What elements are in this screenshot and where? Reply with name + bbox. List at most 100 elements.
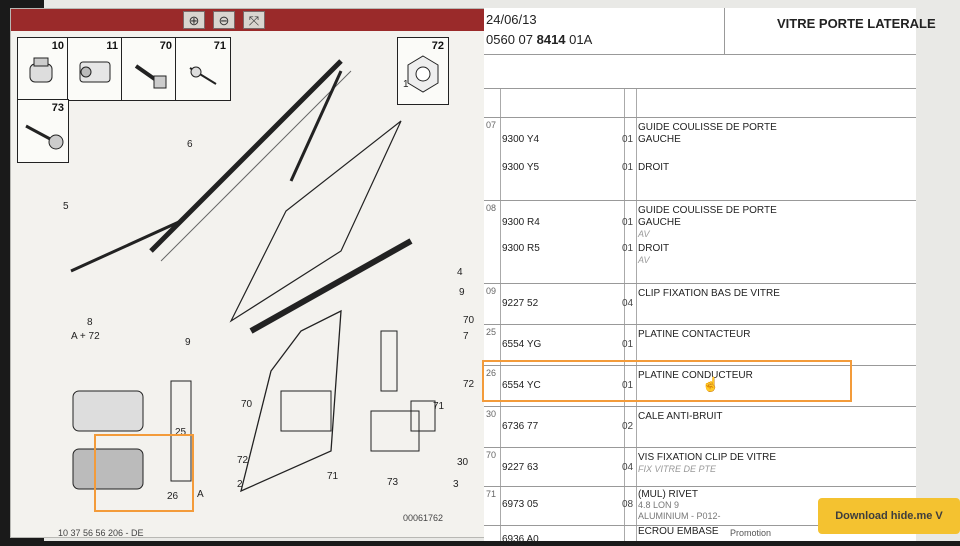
bolt-icon [25,124,64,150]
part-desc: GAUCHE [638,134,681,145]
ref-bold: 8414 [536,32,566,47]
exploded-diagram [70,59,436,493]
switch-panel-25 [72,390,144,432]
pad-30 [410,400,436,432]
part-qty: 08 [622,499,634,510]
regulator-motor [280,390,332,432]
table-row[interactable]: 07 GUIDE COULISSE DE PORTE 9300 Y4 01 GA… [484,117,916,200]
header-divider [484,54,916,55]
part-ref: 9300 R5 [502,243,540,254]
download-button[interactable]: Download hide.me V [818,498,960,534]
ref-prefix: 0560 07 [486,32,537,47]
part-desc: PLATINE CONDUCTEUR [638,370,753,381]
part-ref: 6554 YG [502,339,542,350]
part-ref: 9300 R4 [502,217,540,228]
part-desc: (MUL) RIVET [638,489,698,500]
part-desc: GUIDE COULISSE DE PORTE [638,122,777,133]
part-desc: GAUCHE [638,217,681,228]
ref-label: 25 [175,427,187,438]
table-row [484,88,916,117]
pan-icon: ⤧ [248,13,260,28]
part-desc: ECROU EMBASE [638,526,719,537]
thumb-number: 71 [213,40,226,52]
col-divider [500,88,501,541]
ref-label: 2 [237,479,243,490]
highlight-row-26 [482,360,852,402]
table-row[interactable]: ECROU EMBASE 6936 A0 [484,525,916,546]
page-title: VITRE PORTE LATERALE [724,8,936,54]
ref-label: 73 [387,477,399,488]
ref-label: 6 [187,139,193,150]
ref-label: 3 [453,479,459,490]
thumb-73[interactable]: 73 [17,99,69,163]
part-sub: 4.8 LON 9 [638,500,680,510]
zoom-out-button[interactable]: ⊖ [213,11,235,29]
guide-rail-6 [149,59,343,253]
ref-label: 71 [327,471,339,482]
row-index: 70 [486,450,497,460]
bracket-7 [380,330,398,392]
part-ref: 6554 YC [502,380,541,391]
thumb-10[interactable]: 10 [17,37,69,101]
row-index: 07 [486,120,497,130]
row-index: 09 [486,286,497,296]
zoom-toolbar: ⊕ ⊖ ⤧ [11,9,485,31]
table-row[interactable]: 09 CLIP FIXATION BAS DE VITRE 9227 52 04 [484,283,916,324]
part-desc: DROIT [638,162,670,173]
thumb-72[interactable]: 72 [397,37,449,105]
part-ref: 6973 05 [502,499,539,510]
thumb-71[interactable]: 71 [175,37,231,101]
nut-icon [407,55,439,93]
part-sub: AV [638,255,650,265]
part-qty: 04 [622,462,634,473]
thumb-70[interactable]: 70 [121,37,177,101]
thumb-11[interactable]: 11 [67,37,123,101]
part-qty: 01 [622,134,634,145]
part-qty: 01 [622,339,634,350]
table-row[interactable]: 25 PLATINE CONTACTEUR 6554 YG 01 [484,324,916,365]
part-desc: CALE ANTI-BRUIT [638,411,723,422]
diagram-panel: ⊕ ⊖ ⤧ 10 11 70 71 72 73 [10,8,486,538]
thumb-number: 70 [159,40,172,52]
table-row-selected[interactable]: 26 PLATINE CONDUCTEUR 6554 YC 01 ☝ [484,365,916,406]
part-sub: ALUMINIUM - P012- [638,511,721,521]
col-divider [624,88,625,541]
window-regulator [240,309,342,493]
col-divider [636,88,637,541]
zoom-in-button[interactable]: ⊕ [183,11,205,29]
table-row[interactable]: 08 GUIDE COULISSE DE PORTE 9300 R4 01 GA… [484,200,916,283]
ref-label: 72 [463,379,475,390]
table-row[interactable]: 71 (MUL) RIVET 6973 05 08 4.8 LON 9 ALUM… [484,486,916,525]
ref-label: 5 [63,201,69,212]
part-ref: 6736 77 [502,421,539,432]
status-code: 10 37 56 56 206 - DE [58,528,144,538]
part-sub: AV [638,229,650,239]
ref-label: A [197,489,204,500]
ref-label: 7 [463,331,469,342]
ref-label: A + 72 [71,331,100,342]
table-row[interactable]: 70 VIS FIXATION CLIP DE VITRE 9227 63 04… [484,447,916,486]
promotion-label: Promotion [730,528,772,538]
parts-table: 07 GUIDE COULISSE DE PORTE 9300 Y4 01 GA… [484,88,916,546]
row-index: 25 [486,327,497,337]
ref-label: 26 [167,491,179,502]
bracket-a [170,380,192,482]
ref-label: 70 [241,399,253,410]
ref-label: 1 [403,79,409,90]
hand-cursor-icon: ☝ [702,376,720,392]
part-qty: 01 [622,243,634,254]
row-index: 30 [486,409,497,419]
pan-button[interactable]: ⤧ [243,11,265,29]
thumb-number: 72 [431,40,444,52]
part-desc: CLIP FIXATION BAS DE VITRE [638,288,780,299]
ref-label: 8 [87,317,93,328]
ref-label: 9 [459,287,465,298]
row-index: 71 [486,489,497,499]
parts-list-panel: 24/06/13 0560 07 8414 01A VITRE PORTE LA… [484,8,936,545]
switch-panel-26 [72,448,144,490]
part-sub: FIX VITRE DE PTE [638,464,717,474]
seal-5 [70,219,182,273]
diagram-code: 00061762 [403,513,444,523]
table-row[interactable]: 30 CALE ANTI-BRUIT 6736 77 02 [484,406,916,447]
rail-upper [289,70,343,182]
